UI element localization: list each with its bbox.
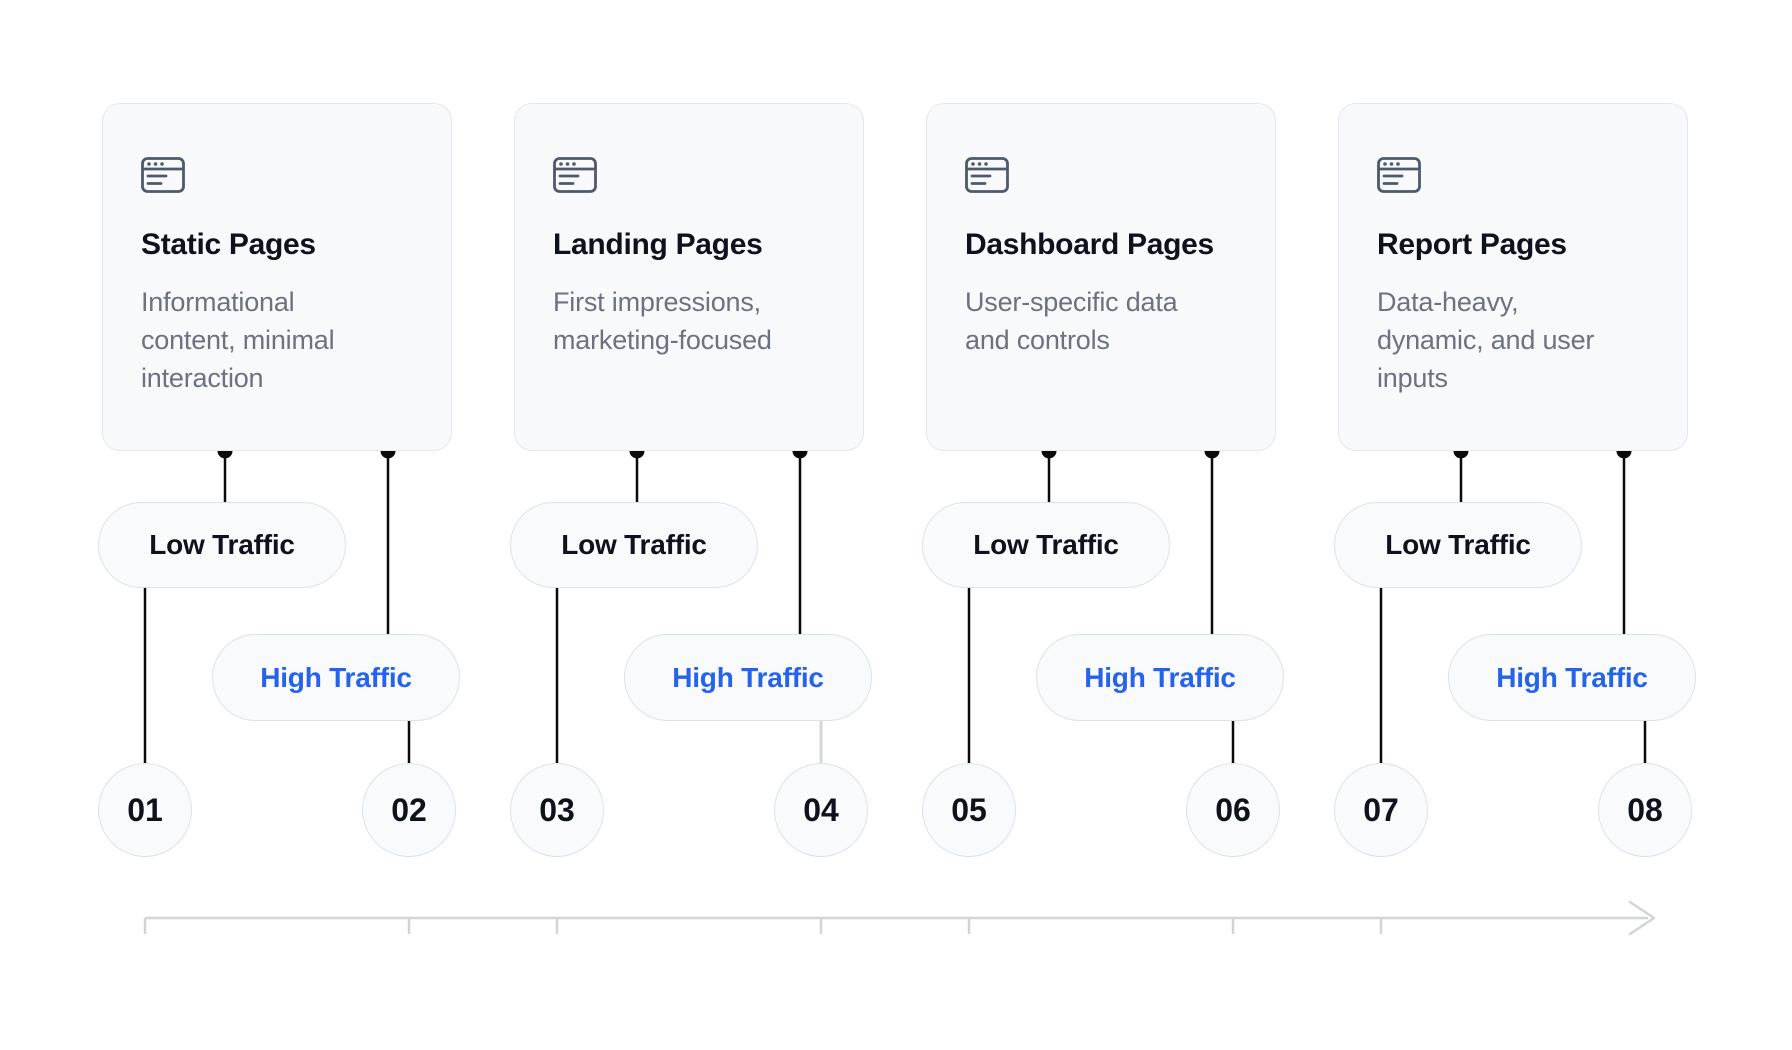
card-static-pages: Static Pages Informational content, mini… bbox=[102, 103, 452, 451]
browser-window-icon bbox=[553, 157, 597, 193]
arrow-right-icon bbox=[1628, 900, 1656, 936]
step-circle-02: 02 bbox=[362, 763, 456, 857]
low-traffic-pill-2: Low Traffic bbox=[510, 502, 758, 588]
step-circle-05: 05 bbox=[922, 763, 1016, 857]
step-circle-03: 03 bbox=[510, 763, 604, 857]
high-traffic-pill-1: High Traffic bbox=[212, 634, 460, 721]
browser-window-icon bbox=[965, 157, 1009, 193]
high-traffic-pill-3: High Traffic bbox=[1036, 634, 1284, 721]
step-circle-04: 04 bbox=[774, 763, 868, 857]
card-title: Static Pages bbox=[141, 228, 316, 261]
card-description: Data-heavy, dynamic, and user inputs bbox=[1377, 287, 1595, 393]
card-description: User-specific data and controls bbox=[965, 287, 1178, 355]
high-traffic-pill-2: High Traffic bbox=[624, 634, 872, 721]
card-dashboard-pages: Dashboard Pages User-specific data and c… bbox=[926, 103, 1276, 451]
axis-ticks bbox=[143, 918, 1383, 934]
card-title: Report Pages bbox=[1377, 228, 1567, 261]
card-description: First impressions, marketing-focused bbox=[553, 287, 772, 355]
low-traffic-pill-1: Low Traffic bbox=[98, 502, 346, 588]
low-traffic-pill-4: Low Traffic bbox=[1334, 502, 1582, 588]
card-description: Informational content, minimal interacti… bbox=[141, 287, 335, 393]
browser-window-icon bbox=[141, 157, 185, 193]
step-circle-01: 01 bbox=[98, 763, 192, 857]
card-report-pages: Report Pages Data-heavy, dynamic, and us… bbox=[1338, 103, 1688, 451]
low-traffic-pill-3: Low Traffic bbox=[922, 502, 1170, 588]
step-circle-08: 08 bbox=[1598, 763, 1692, 857]
card-title: Landing Pages bbox=[553, 228, 763, 261]
browser-window-icon bbox=[1377, 157, 1421, 193]
step-circle-06: 06 bbox=[1186, 763, 1280, 857]
timeline-axis bbox=[143, 900, 1656, 936]
card-landing-pages: Landing Pages First impressions, marketi… bbox=[514, 103, 864, 451]
high-traffic-pill-4: High Traffic bbox=[1448, 634, 1696, 721]
card-title: Dashboard Pages bbox=[965, 228, 1214, 261]
step-circle-07: 07 bbox=[1334, 763, 1428, 857]
